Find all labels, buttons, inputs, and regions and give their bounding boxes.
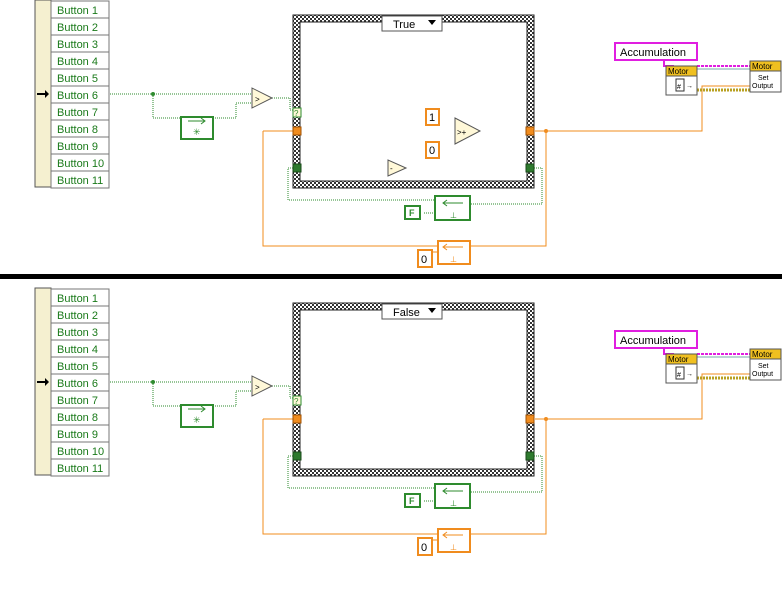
svg-text:→: → [686, 83, 693, 90]
button-array-label: Button 10 [57, 446, 104, 458]
case-structure-top[interactable]: True ? [292, 14, 535, 189]
button-array-label: Button 6 [57, 378, 98, 390]
svg-text:>: > [255, 95, 260, 104]
svg-text:Motor: Motor [752, 350, 773, 359]
svg-text:⊥: ⊥ [450, 543, 457, 552]
false-constant[interactable] [404, 205, 421, 220]
case-selector-label: False [393, 307, 420, 319]
button-array-label: Button 7 [57, 395, 98, 407]
button-array-label: Button 3 [57, 39, 98, 51]
init-zero-constant[interactable] [417, 537, 433, 556]
svg-text:#: # [677, 84, 681, 91]
set-output-node[interactable] [749, 358, 782, 381]
button-constant-node[interactable] [180, 404, 214, 428]
svg-text:→: → [686, 371, 693, 378]
accumulation-label[interactable] [614, 42, 698, 61]
button-array-element[interactable] [50, 458, 110, 477]
svg-text:>+: >+ [457, 128, 467, 137]
button-array-label: Button 2 [57, 310, 98, 322]
case-selector-label: True [393, 19, 415, 31]
false-constant[interactable] [404, 493, 421, 508]
svg-text:Motor: Motor [668, 67, 689, 76]
dropdown-arrow-icon[interactable] [428, 308, 436, 313]
svg-text:Output: Output [752, 83, 773, 90]
button-array: Button 1 Button 2 Button 3 Button 4 Button 5… [34, 287, 110, 477]
set-output-node[interactable] [749, 70, 782, 93]
svg-text:Motor: Motor [752, 62, 773, 71]
constant-one[interactable] [425, 108, 440, 126]
svg-text:✳: ✳ [193, 415, 201, 425]
button-array-label: Button 9 [57, 141, 98, 153]
button-array-label: Button 9 [57, 429, 98, 441]
panel-divider [0, 274, 782, 279]
case-structure-bottom[interactable]: False ? [292, 302, 535, 477]
svg-text:0: 0 [421, 542, 427, 554]
button-array-label: Button 8 [57, 412, 98, 424]
button-array-label: Button 8 [57, 124, 98, 136]
svg-text:Motor: Motor [668, 355, 689, 364]
svg-text:⊥: ⊥ [450, 211, 457, 220]
svg-text:⊥: ⊥ [450, 499, 457, 508]
svg-text:Accumulation: Accumulation [620, 47, 686, 59]
button-array-label: Button 3 [57, 327, 98, 339]
button-array-label: Button 4 [57, 344, 98, 356]
button-array-label: Button 6 [57, 90, 98, 102]
svg-text:-: - [390, 164, 393, 173]
button-array-label: Button 5 [57, 73, 98, 85]
select-node[interactable] [454, 117, 482, 145]
top-panel: Button 1 Button 2 Button 3 Button 4 Button 5… [34, 0, 782, 268]
svg-text:?: ? [294, 109, 299, 118]
dropdown-arrow-icon[interactable] [428, 20, 436, 25]
svg-text:#: # [677, 372, 681, 379]
button-array-label: Button 11 [57, 175, 103, 187]
button-array-label: Button 10 [57, 158, 104, 170]
svg-text:F: F [409, 208, 415, 218]
greater-than-node[interactable] [251, 375, 274, 397]
arrow-icon [37, 90, 49, 98]
svg-text:Output: Output [752, 371, 773, 378]
button-array-label: Button 1 [57, 5, 98, 17]
bottom-panel: Button 1 Button 2 Button 3 Button 4 Button 5… [34, 287, 782, 556]
button-array-label: Button 7 [57, 107, 98, 119]
button-array: Button 1 Button 2 Button 3 Button 4 Button 5… [34, 0, 110, 189]
svg-text:1: 1 [429, 112, 435, 124]
button-constant-node[interactable] [180, 116, 214, 140]
constant-zero[interactable] [425, 141, 440, 159]
svg-text:0: 0 [421, 254, 427, 266]
svg-text:F: F [409, 496, 415, 506]
svg-text:Set: Set [758, 363, 769, 370]
shift-register-node[interactable] [434, 195, 471, 221]
init-zero-constant[interactable] [417, 249, 433, 268]
greater-than-node[interactable] [251, 87, 274, 109]
svg-text:⊥: ⊥ [450, 255, 457, 264]
button-array-label: Button 5 [57, 361, 98, 373]
accumulation-label[interactable] [614, 330, 698, 349]
svg-text:>: > [255, 383, 260, 392]
button-array-label: Button 1 [57, 293, 98, 305]
button-array-element[interactable] [50, 170, 110, 189]
not-node[interactable] [387, 159, 408, 177]
svg-text:?: ? [294, 397, 299, 406]
svg-text:✳: ✳ [193, 127, 201, 137]
svg-text:Accumulation: Accumulation [620, 335, 686, 347]
svg-text:0: 0 [429, 145, 435, 157]
arrow-icon [37, 378, 49, 386]
button-array-label: Button 11 [57, 463, 103, 475]
button-array-label: Button 4 [57, 56, 98, 68]
button-array-label: Button 2 [57, 22, 98, 34]
shift-register-node[interactable] [434, 483, 471, 509]
svg-text:Set: Set [758, 75, 769, 82]
